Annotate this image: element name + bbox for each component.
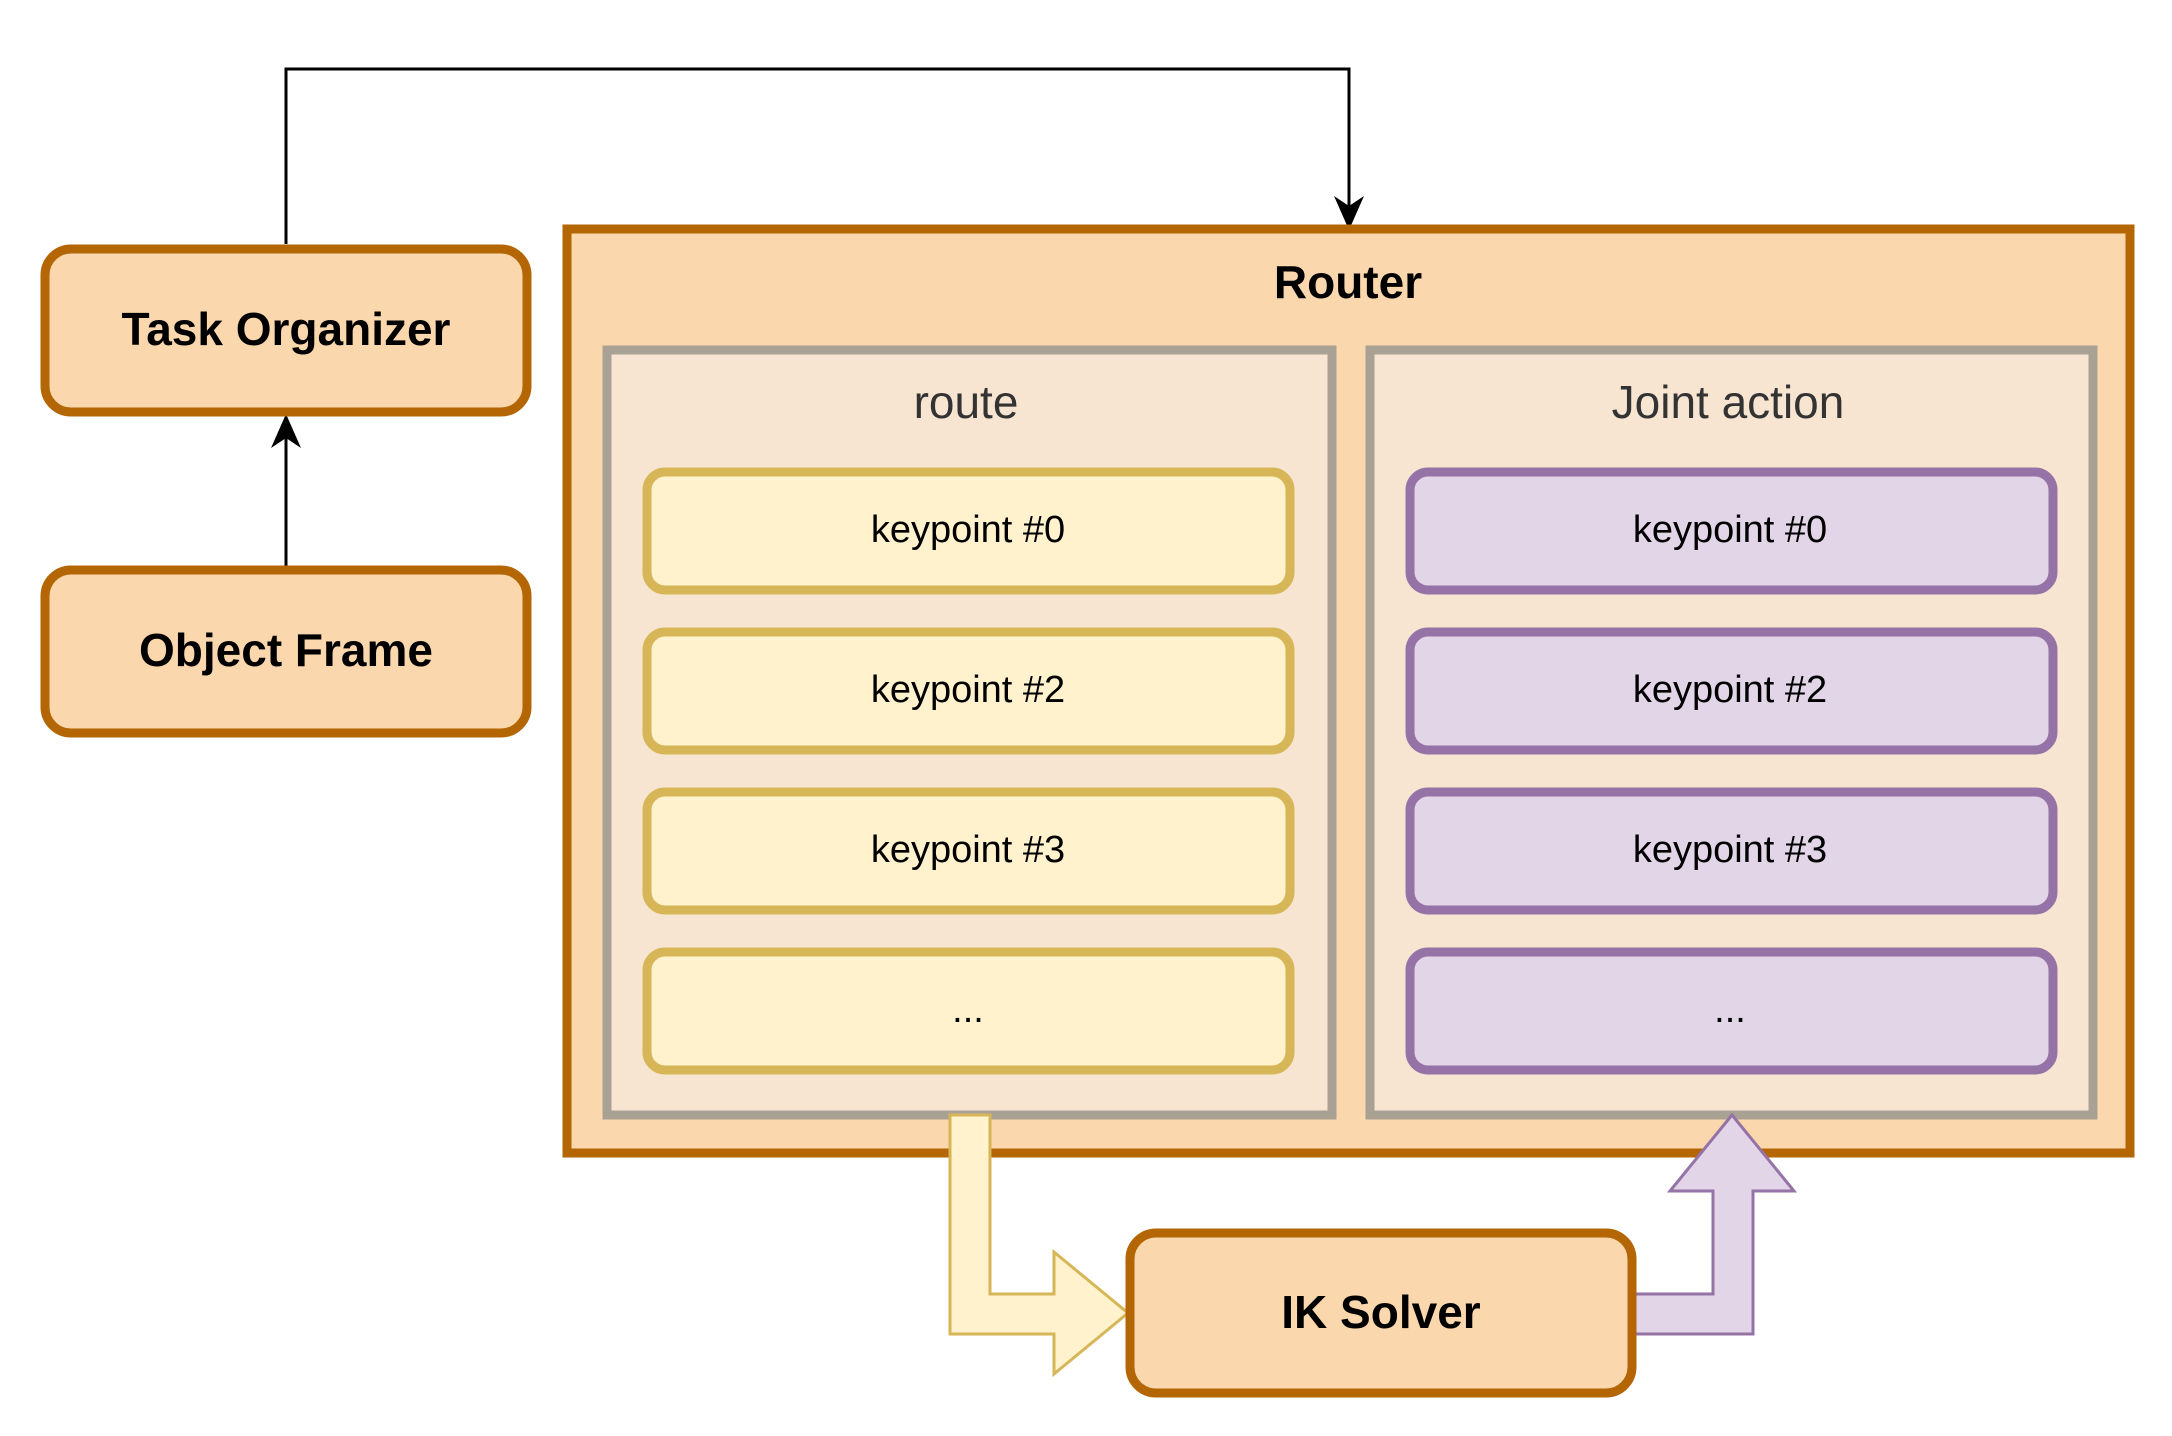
svg-text:...: ...: [1714, 989, 1746, 1031]
svg-text:keypoint #2: keypoint #2: [1633, 669, 1827, 711]
object-frame-label: Object Frame: [139, 624, 433, 676]
joint-action-item: ...: [1405, 947, 2058, 1075]
route-item: keypoint #3: [642, 787, 1295, 915]
svg-text:keypoint #0: keypoint #0: [1633, 509, 1827, 551]
task-organizer-node: Task Organizer: [40, 244, 532, 417]
joint-action-panel-title: Joint action: [1612, 376, 1845, 428]
ik-solver-label: IK Solver: [1281, 1286, 1481, 1338]
svg-text:keypoint #3: keypoint #3: [1633, 829, 1827, 871]
object-frame-node: Object Frame: [40, 565, 532, 738]
svg-text:...: ...: [952, 989, 984, 1031]
ik-solver-to-joint-action-arrow: [1630, 1112, 1798, 1336]
route-item: ...: [642, 947, 1295, 1075]
route-to-ik-solver-arrow: [948, 1113, 1131, 1378]
ik-solver-node: IK Solver: [1125, 1228, 1637, 1398]
joint-action-item: keypoint #0: [1405, 467, 2058, 595]
router-title: Router: [1274, 256, 1422, 308]
joint-action-item: keypoint #3: [1405, 787, 2058, 915]
svg-text:keypoint #3: keypoint #3: [871, 829, 1065, 871]
route-item: keypoint #0: [642, 467, 1295, 595]
route-panel-title: route: [914, 376, 1019, 428]
connector-task-organizer-to-router: [284, 67, 1351, 244]
arrowhead-router: [1334, 196, 1364, 230]
svg-text:keypoint #0: keypoint #0: [871, 509, 1065, 551]
joint-action-item: keypoint #2: [1405, 627, 2058, 755]
route-item: keypoint #2: [642, 627, 1295, 755]
task-organizer-label: Task Organizer: [122, 303, 451, 355]
arrowhead-task-organizer: [271, 414, 301, 448]
svg-text:keypoint #2: keypoint #2: [871, 669, 1065, 711]
